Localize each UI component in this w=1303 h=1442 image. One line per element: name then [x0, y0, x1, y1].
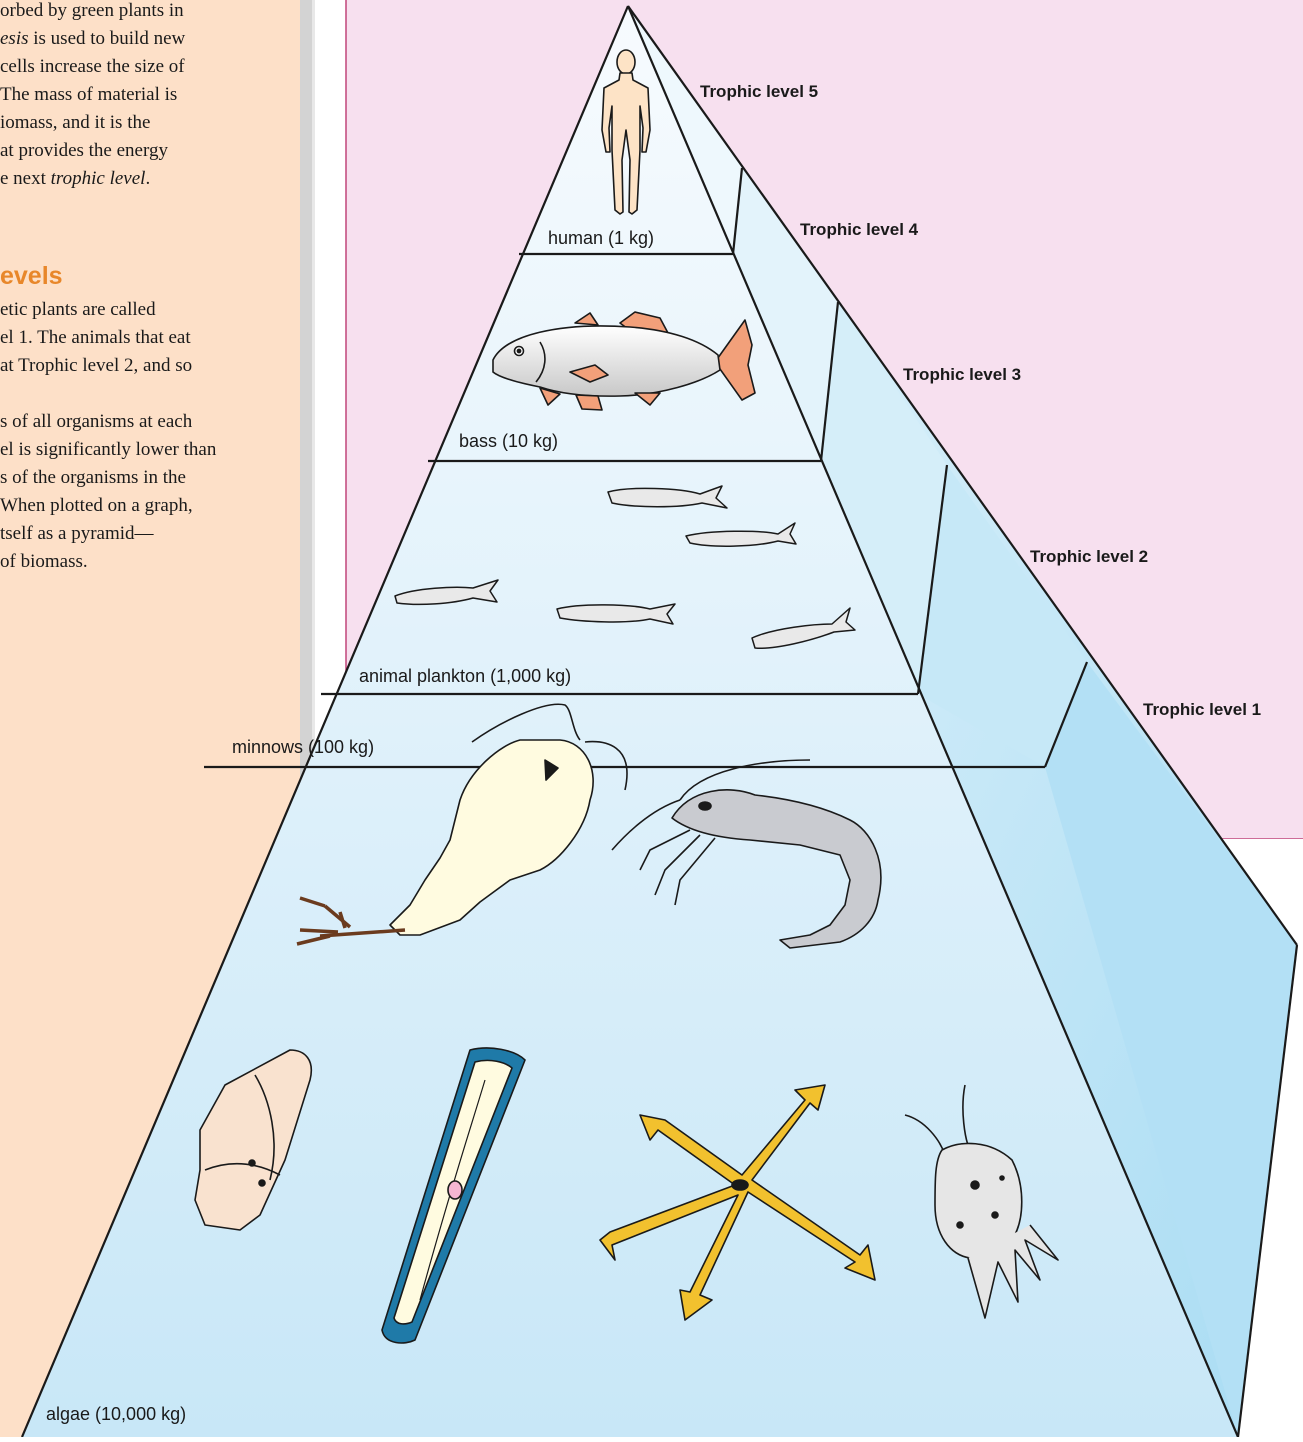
emphasis-run: trophic level	[51, 168, 146, 189]
trophic-level-5-label: Trophic level 5	[700, 82, 818, 101]
organism-label-level-4: bass (10 kg)	[459, 431, 558, 451]
sidebar-intro-line: esis is used to build new	[0, 25, 185, 53]
sidebar-intro-line: cells increase the size of	[0, 53, 185, 81]
sidebar-body-line: el is significantly lower than	[0, 436, 216, 464]
trophic-level-3-label: Trophic level 3	[903, 365, 1021, 384]
text-run: at provides the energy	[0, 140, 168, 161]
trophic-level-1-label: Trophic level 1	[1143, 700, 1261, 719]
sidebar-intro-line: iomass, and it is the	[0, 109, 150, 137]
sidebar-intro-line: at provides the energy	[0, 137, 168, 165]
trophic-level-4-label: Trophic level 4	[800, 220, 919, 239]
text-run: orbed by green plants in	[0, 0, 184, 21]
section-heading: evels	[0, 262, 63, 291]
sidebar-body-line: s of the organisms in the	[0, 464, 186, 492]
text-run: is used to build new	[29, 28, 186, 49]
sidebar-body-line: of biomass.	[0, 548, 88, 576]
text-run: iomass, and it is the	[0, 112, 150, 133]
sidebar-intro-line: e next trophic level.	[0, 165, 150, 193]
trophic-level-2-label: Trophic level 2	[1030, 547, 1148, 566]
sidebar-intro-line: orbed by green plants in	[0, 0, 184, 25]
sidebar-body-line: When plotted on a graph,	[0, 492, 193, 520]
organism-label-level-5: human (1 kg)	[548, 228, 654, 248]
sidebar-body-line: tself as a pyramid—	[0, 520, 154, 548]
emphasis-run: esis	[0, 28, 29, 49]
sidebar-text: orbed by green plants in esis is used to …	[0, 0, 300, 1437]
sidebar-body-line: s of all organisms at each	[0, 408, 192, 436]
sidebar-intro-line: The mass of material is	[0, 81, 177, 109]
text-run: e next	[0, 168, 51, 189]
text-run: cells increase the size of	[0, 56, 185, 77]
sidebar-body-line: etic plants are called	[0, 296, 156, 324]
text-run: The mass of material is	[0, 84, 177, 105]
sidebar-body-line: el 1. The animals that eat	[0, 324, 191, 352]
organism-label-level-3: animal plankton (1,000 kg)	[359, 666, 571, 686]
sidebar-body-line: at Trophic level 2, and so	[0, 352, 192, 380]
text-run: .	[145, 168, 150, 189]
